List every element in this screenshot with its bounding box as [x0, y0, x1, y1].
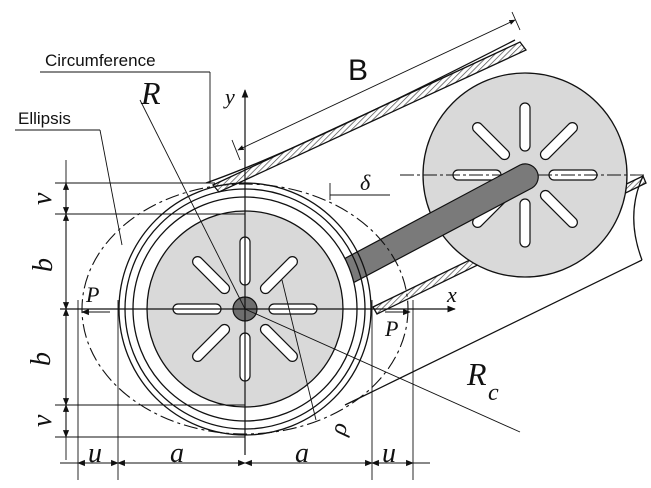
label-P-left: P [85, 282, 99, 307]
label-a-right: a [295, 438, 309, 469]
label-P-right: P [384, 316, 398, 341]
label-v-bottom: v [27, 414, 58, 427]
label-B: B [348, 54, 368, 87]
label-Rc-c: c [488, 380, 499, 406]
label-u-right: u [382, 438, 396, 469]
label-delta: δ [360, 170, 371, 195]
label-u-left: u [88, 438, 102, 469]
label-R: R [140, 75, 161, 111]
dimension-lines [15, 11, 521, 480]
label-b-top: b [28, 258, 59, 272]
label-ellipsis: Ellipsis [18, 109, 71, 128]
dimension-arrows [62, 182, 414, 467]
label-Rc-R: R [466, 356, 487, 392]
label-rho: ρ [325, 420, 353, 439]
label-v-top: v [27, 192, 58, 205]
label-b-bottom: b [26, 352, 57, 366]
label-a-left: a [170, 438, 184, 469]
label-circumference: Circumference [45, 51, 156, 70]
axes [60, 89, 456, 455]
label-y: y [223, 84, 235, 109]
label-x: x [446, 282, 457, 307]
